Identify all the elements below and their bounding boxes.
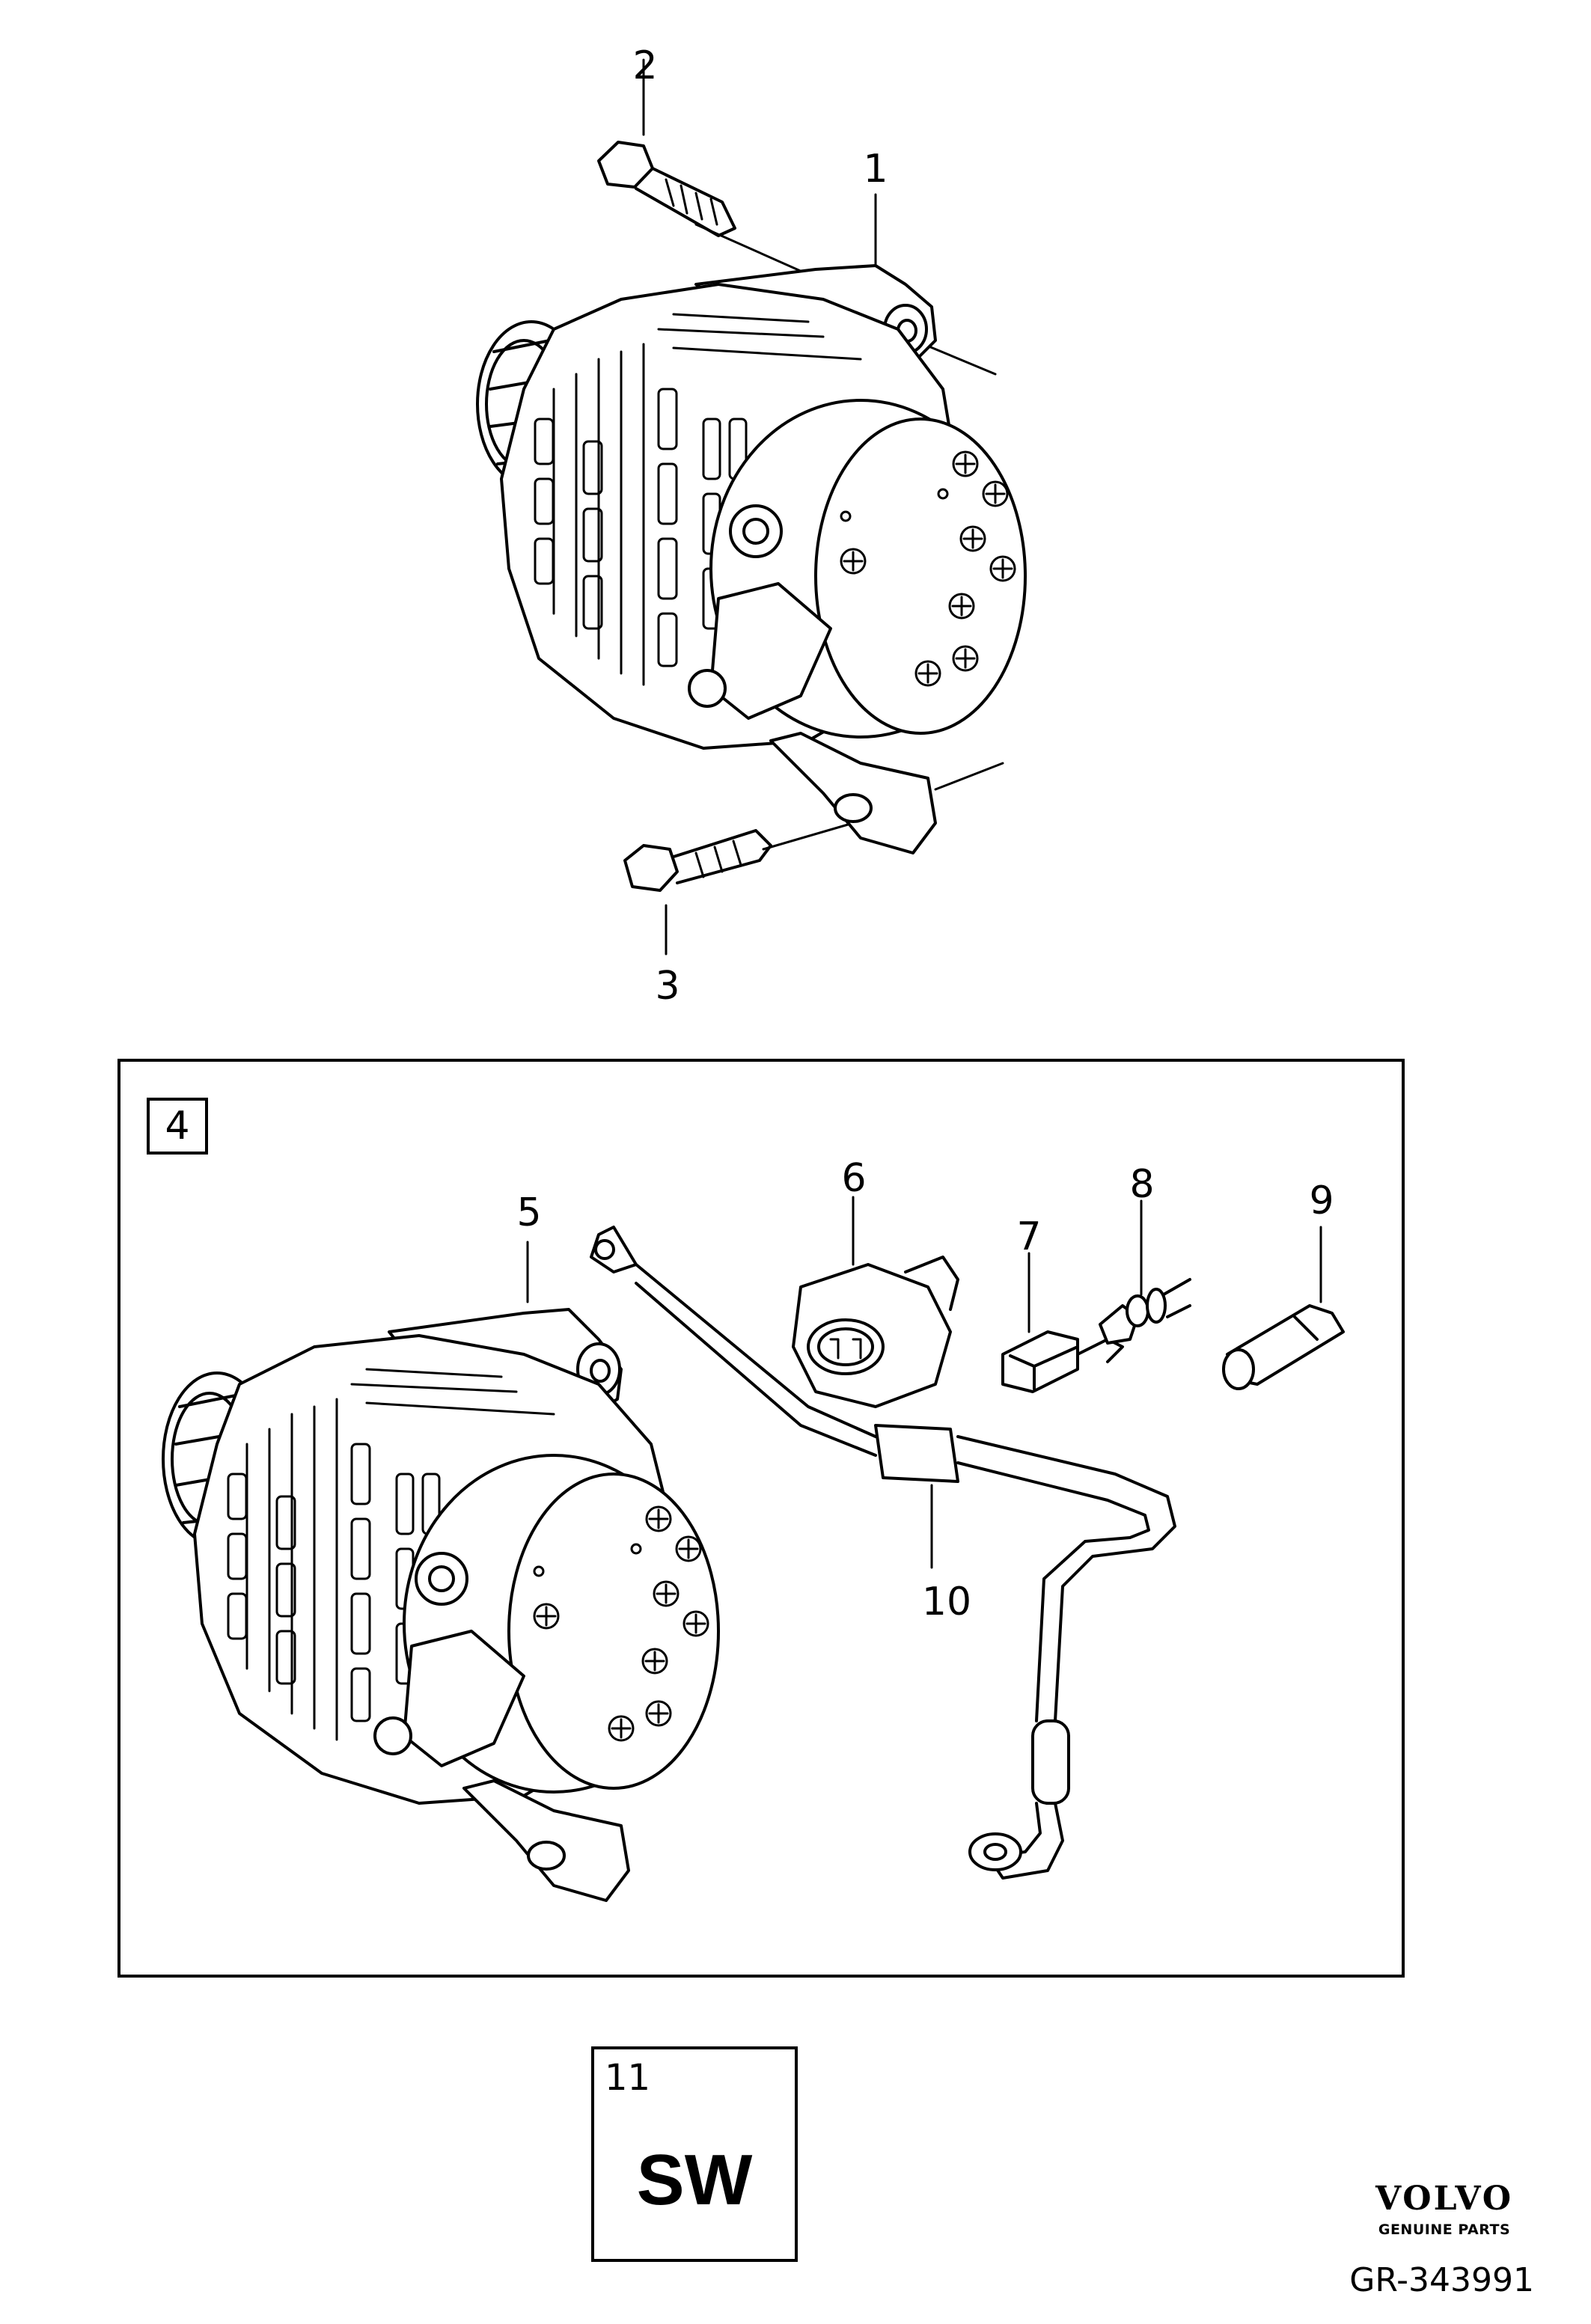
brand-name: VOLVO bbox=[1375, 2180, 1514, 2218]
callout-5: 5 bbox=[516, 1190, 542, 1235]
bolt-top bbox=[597, 141, 736, 237]
rear-cover-kit bbox=[373, 1454, 720, 1794]
software-label: SW bbox=[636, 2140, 753, 2220]
connector-housing bbox=[792, 1196, 959, 1408]
fuse bbox=[1222, 1226, 1345, 1390]
callout-3: 3 bbox=[655, 964, 680, 1009]
callout-7: 7 bbox=[1016, 1214, 1042, 1259]
callout-8: 8 bbox=[1129, 1162, 1155, 1207]
callout-4: 4 bbox=[147, 1098, 208, 1155]
callout-1: 1 bbox=[863, 147, 888, 192]
bracket-lower bbox=[769, 732, 937, 854]
callout-6: 6 bbox=[841, 1156, 867, 1201]
callout-2: 2 bbox=[632, 43, 658, 88]
bolt-bottom bbox=[623, 829, 772, 892]
volvo-logo: VOLVO GENUINE PARTS bbox=[1355, 2180, 1534, 2239]
terminal-pin bbox=[1001, 1252, 1124, 1393]
rear-cover-top bbox=[688, 399, 1027, 739]
alternator-kit bbox=[162, 1241, 720, 1902]
wire-seal bbox=[1099, 1199, 1191, 1345]
callout-11: 11 bbox=[605, 2057, 651, 2099]
alternator-top bbox=[476, 58, 1027, 955]
callout-9: 9 bbox=[1309, 1178, 1334, 1223]
battery-cable bbox=[590, 1226, 1176, 1880]
software-box: 11 SW bbox=[591, 2046, 798, 2262]
brand-tagline: GENUINE PARTS bbox=[1378, 2221, 1511, 2238]
kit-frame bbox=[117, 1059, 1405, 1978]
cooling-fins-top bbox=[534, 313, 862, 686]
callout-10: 10 bbox=[921, 1580, 972, 1624]
diagram-reference: GR-343991 bbox=[1349, 2261, 1534, 2299]
